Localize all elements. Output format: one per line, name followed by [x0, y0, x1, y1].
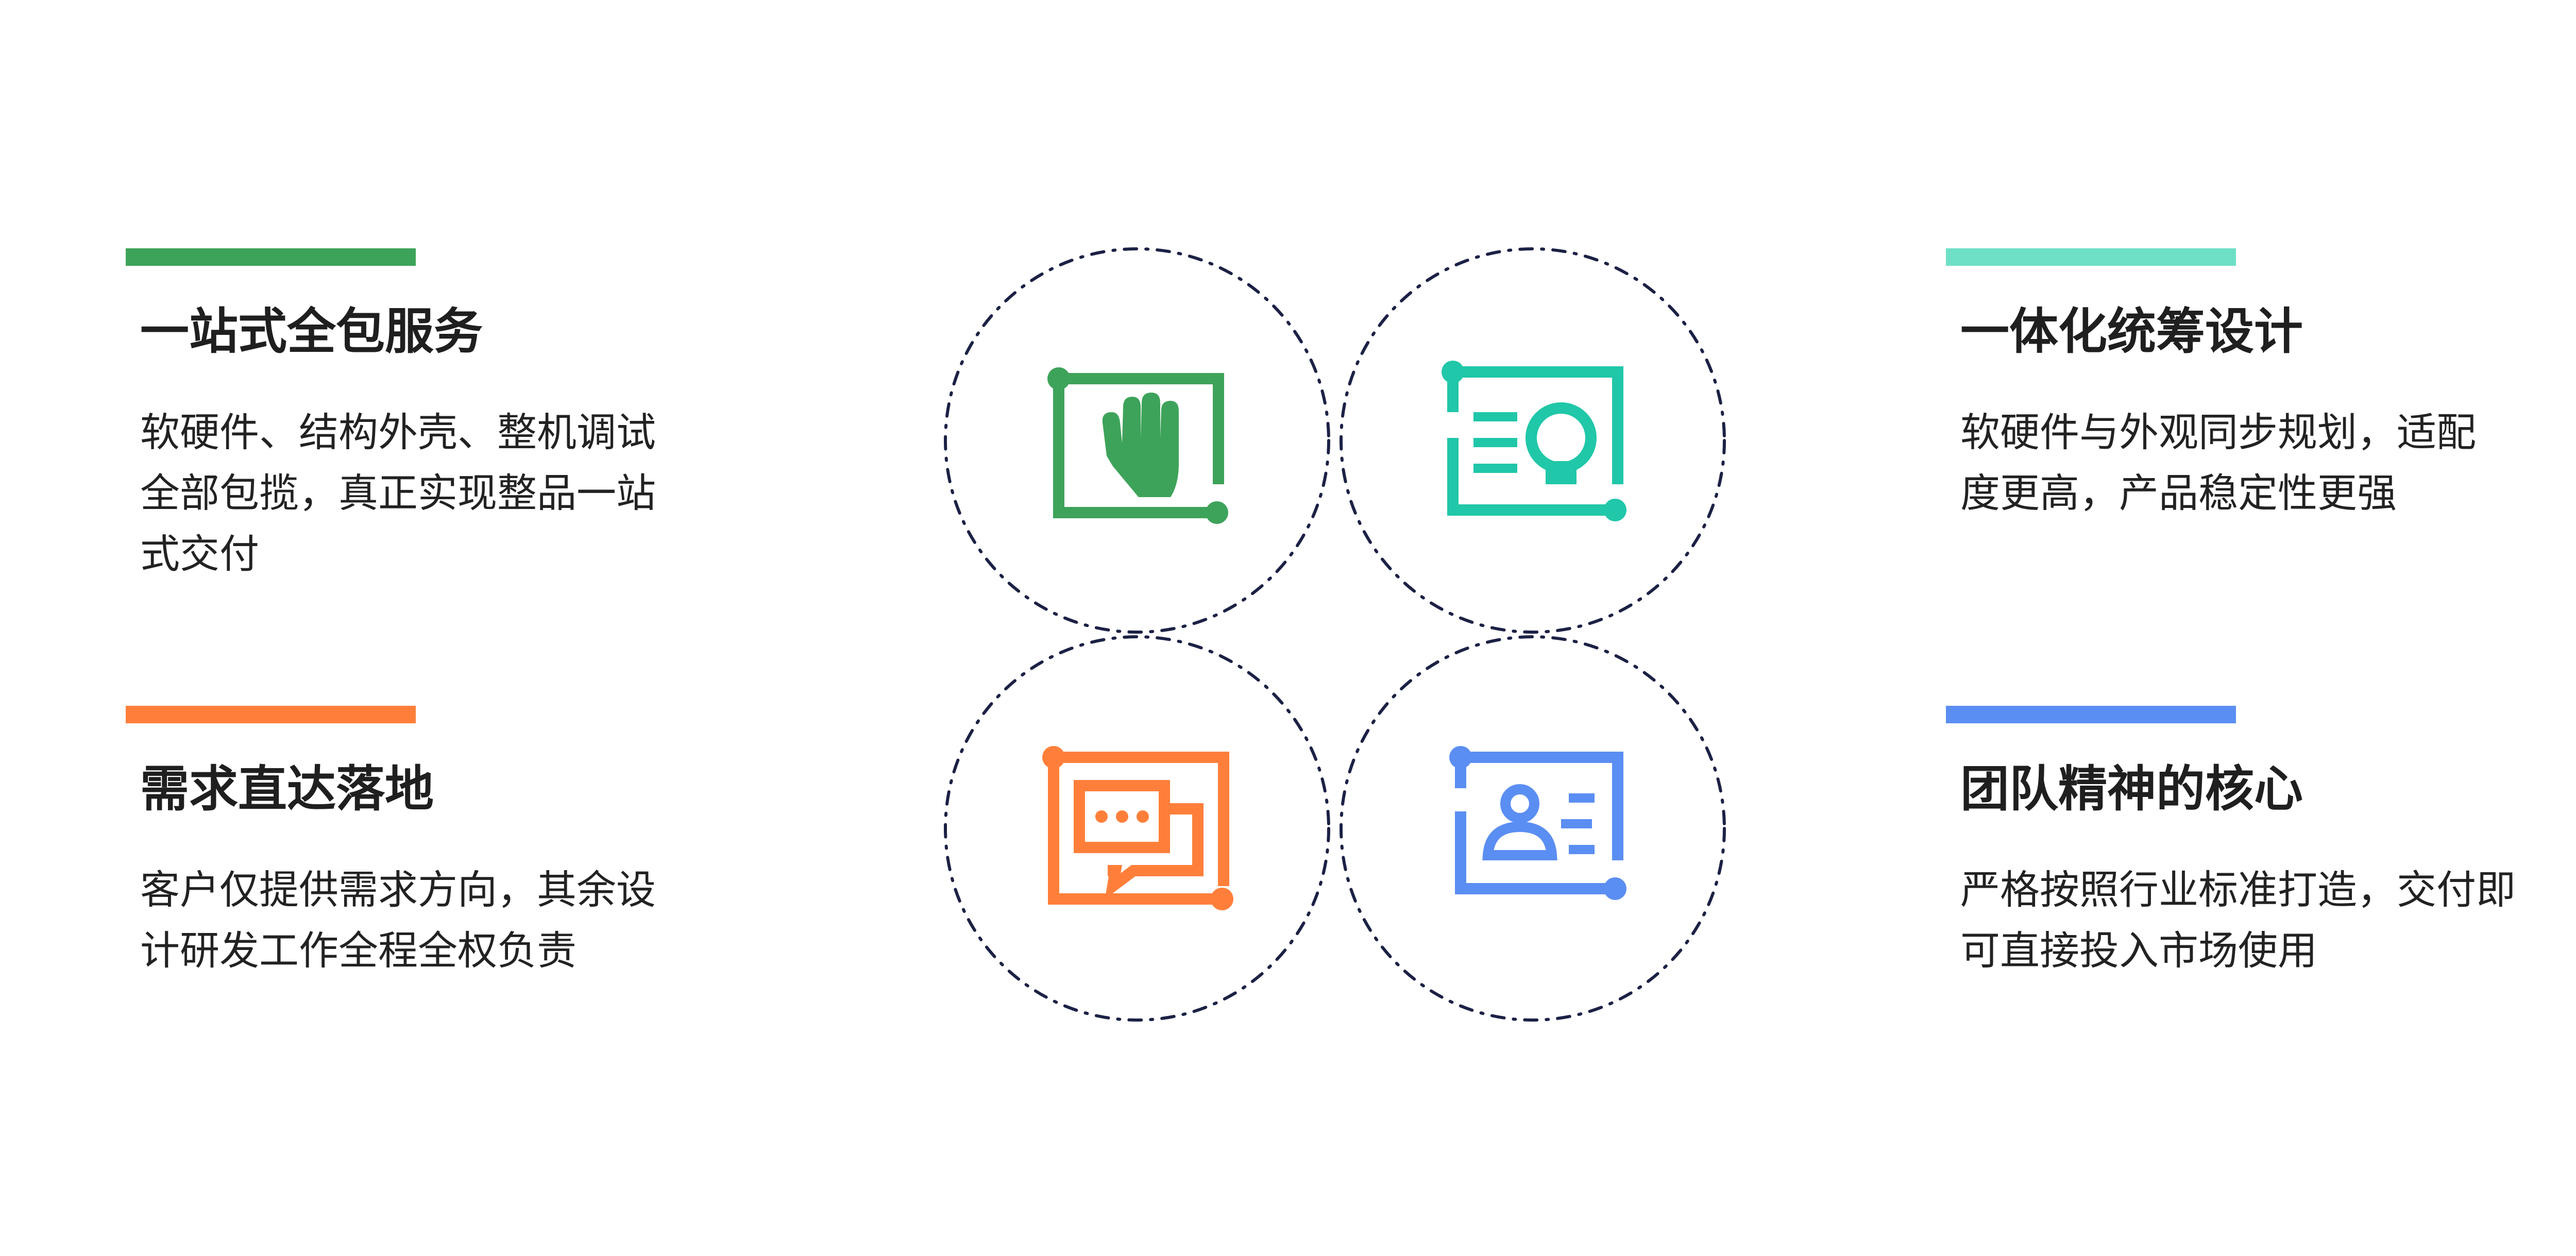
feature-description: 严格按照行业标准打造，交付即 可直接投入市场使用 — [1960, 860, 2527, 982]
description-line: 软硬件与外观同步规划，适配 — [1960, 410, 2476, 456]
description-line: 计研发工作全程全权负责 — [140, 928, 577, 974]
id-card-icon — [1449, 746, 1626, 900]
description-line: 严格按照行业标准打造，交付即 — [1960, 868, 2516, 913]
lightbulb-idea-icon — [1442, 361, 1626, 521]
dashed-circle-top-right — [1340, 247, 1726, 634]
feature-description: 客户仅提供需求方向，其余设 计研发工作全程全权负责 — [140, 860, 707, 982]
feature-description: 软硬件与外观同步规划，适配 度更高，产品稳定性更强 — [1960, 403, 2527, 524]
description-line: 全部包揽，真正实现整品一站 — [140, 471, 656, 517]
chat-bubbles-icon — [1042, 746, 1233, 910]
feature-title: 一站式全包服务 — [140, 303, 483, 360]
description-line: 可直接投入市场使用 — [1960, 928, 2317, 974]
accent-bar — [126, 706, 416, 723]
feature-title: 一体化统筹设计 — [1960, 303, 2303, 360]
feature-title: 团队精神的核心 — [1960, 761, 2303, 818]
hand-icon — [1047, 367, 1228, 524]
description-line: 软硬件、结构外壳、整机调试 — [140, 410, 656, 456]
accent-bar — [1946, 248, 2236, 266]
description-line: 度更高，产品稳定性更强 — [1960, 471, 2397, 517]
description-line: 式交付 — [140, 532, 259, 578]
accent-bar — [1946, 706, 2236, 723]
feature-description: 软硬件、结构外壳、整机调试 全部包揽，真正实现整品一站 式交付 — [140, 403, 707, 585]
description-line: 客户仅提供需求方向，其余设 — [140, 868, 656, 913]
dashed-circle-bottom-left — [944, 635, 1330, 1022]
dashed-circle-top-left — [944, 247, 1330, 634]
feature-title: 需求直达落地 — [140, 761, 434, 818]
accent-bar — [126, 248, 416, 266]
dashed-circle-bottom-right — [1340, 635, 1726, 1022]
